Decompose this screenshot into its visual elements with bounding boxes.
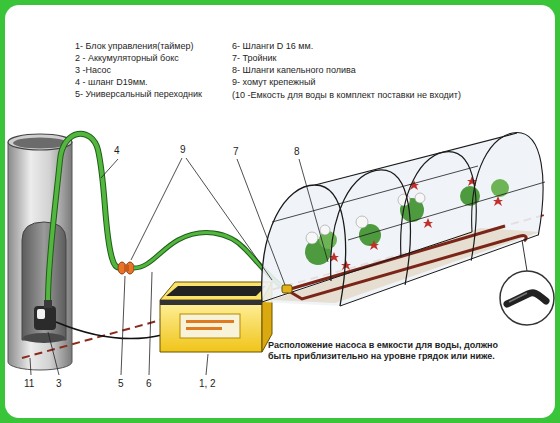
adapter <box>118 262 134 274</box>
callout-number: 3 <box>56 378 62 390</box>
tee-fitting <box>282 285 292 293</box>
drip-detail-inset <box>500 240 554 325</box>
hose-19mm <box>48 134 120 300</box>
drip-tubes <box>287 226 526 299</box>
pump <box>34 300 56 330</box>
parts-list-item: 5- Универсальный переходник <box>75 89 202 100</box>
callout-number: 6 <box>146 378 152 390</box>
callout-number: 9 <box>180 144 186 156</box>
pump-position-note: Расположение насоса в емкости для воды, … <box>268 340 508 362</box>
parts-list-item: 4 - шланг D19мм. <box>75 77 148 88</box>
greenhouse <box>262 133 545 306</box>
callout-number: 8 <box>294 146 300 158</box>
parts-list-item: 9- хомут крепежный <box>232 77 316 88</box>
callout-number: 11 <box>24 378 34 390</box>
parts-list-item: 8- Шланги капельного полива <box>232 65 356 76</box>
parts-list-note: (10 -Емкость для воды в комплект поставк… <box>232 90 461 101</box>
power-cable <box>56 322 162 339</box>
parts-list-item: 1- Блок управления(таймер) <box>75 41 193 52</box>
water-tank <box>8 134 72 370</box>
callout-number: 1, 2 <box>199 378 216 390</box>
parts-list-item: 2 - Аккумуляторный бокс <box>75 53 179 64</box>
callout-number: 5 <box>118 378 124 390</box>
callout-number: 7 <box>233 146 239 158</box>
callout-number: 4 <box>114 145 120 157</box>
parts-list-item: 6- Шланги D 16 мм. <box>232 41 313 52</box>
parts-list-item: 7- Тройник <box>232 53 276 64</box>
battery-box <box>160 282 272 352</box>
parts-list-item: 3 -Насос <box>75 65 111 76</box>
